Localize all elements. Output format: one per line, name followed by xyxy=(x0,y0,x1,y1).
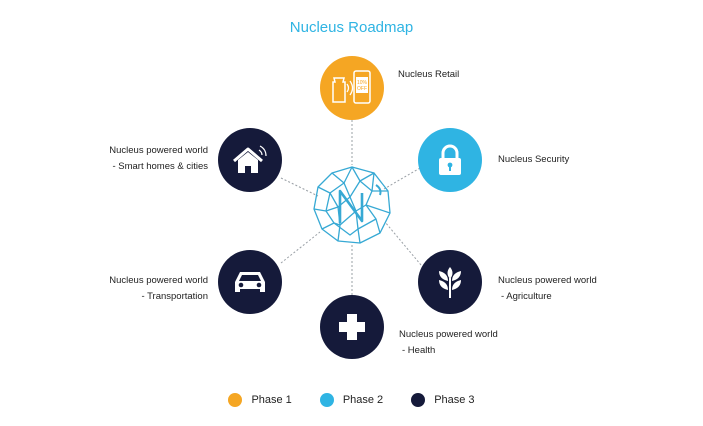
node-retail: 10% OFF xyxy=(320,56,384,120)
node-transportation xyxy=(218,250,282,314)
connector-security xyxy=(383,167,421,190)
label-health: Nucleus powered world - Health xyxy=(399,329,498,356)
diagram-title: Nucleus Roadmap xyxy=(289,19,414,36)
connector-agriculture xyxy=(384,221,422,266)
car-icon xyxy=(235,272,265,292)
legend-label-phase-1: Phase 1 xyxy=(251,394,292,406)
nucleus-logo-icon xyxy=(313,166,391,244)
legend-item-phase-1: Phase 1 xyxy=(228,393,292,407)
shopping-discount-icon: 10% OFF xyxy=(332,70,371,104)
node-smart-homes xyxy=(218,128,282,192)
label-retail: Nucleus Retail xyxy=(398,69,460,80)
connector-transportation xyxy=(280,231,321,264)
label-smart-homes: Nucleus powered world - Smart homes & ci… xyxy=(109,145,208,172)
legend-label-phase-2: Phase 2 xyxy=(342,394,384,406)
legend-swatch-phase-3 xyxy=(411,393,426,407)
smart-home-icon xyxy=(233,145,267,173)
legend-swatch-phase-2 xyxy=(319,393,334,407)
connector-smart-homes xyxy=(280,177,319,197)
label-transportation: Nucleus powered world - Transportation xyxy=(109,275,208,302)
node-security xyxy=(418,128,482,192)
node-health xyxy=(320,295,384,359)
legend-swatch-phase-1 xyxy=(228,393,243,407)
padlock-icon xyxy=(439,144,461,175)
label-agriculture: Nucleus powered world - Agriculture xyxy=(498,275,597,302)
wheat-icon xyxy=(439,267,461,298)
retail-discount-off: OFF xyxy=(357,86,367,92)
label-security: Nucleus Security xyxy=(498,154,570,165)
legend: Phase 1 Phase 2 Phase 3 xyxy=(0,393,703,407)
retail-discount-text: 10% xyxy=(357,80,368,86)
legend-item-phase-3: Phase 3 xyxy=(411,393,475,407)
legend-label-phase-3: Phase 3 xyxy=(434,394,475,406)
legend-item-phase-2: Phase 2 xyxy=(319,393,384,407)
medical-cross-icon xyxy=(339,314,365,340)
node-agriculture xyxy=(418,250,482,314)
